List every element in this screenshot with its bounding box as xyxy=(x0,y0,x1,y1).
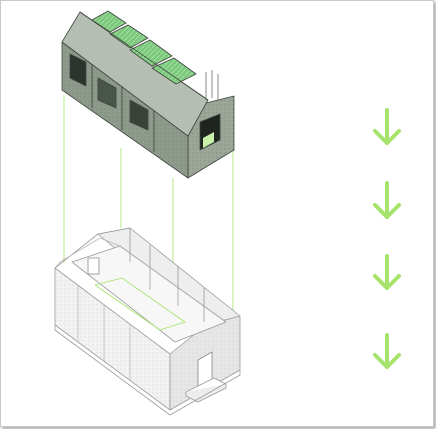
interior-module xyxy=(61,10,235,179)
down-arrow-icon xyxy=(373,254,401,290)
roof-glass-panel xyxy=(109,24,149,49)
down-arrow-icon xyxy=(373,108,401,145)
shell-floor xyxy=(71,245,227,343)
module-opening xyxy=(97,77,117,109)
down-arrow-icon xyxy=(373,181,401,219)
down-arrow-icon xyxy=(373,333,401,369)
module-opening xyxy=(129,99,149,131)
roof-glass-panel xyxy=(129,39,173,67)
alignment-guides xyxy=(63,95,234,320)
module-opening xyxy=(69,53,87,87)
arrow-column xyxy=(373,108,401,369)
outer-shell xyxy=(54,227,241,416)
roof-glass-panel xyxy=(91,10,127,33)
shell-window xyxy=(87,257,100,275)
roof-glass-panel xyxy=(151,57,197,85)
